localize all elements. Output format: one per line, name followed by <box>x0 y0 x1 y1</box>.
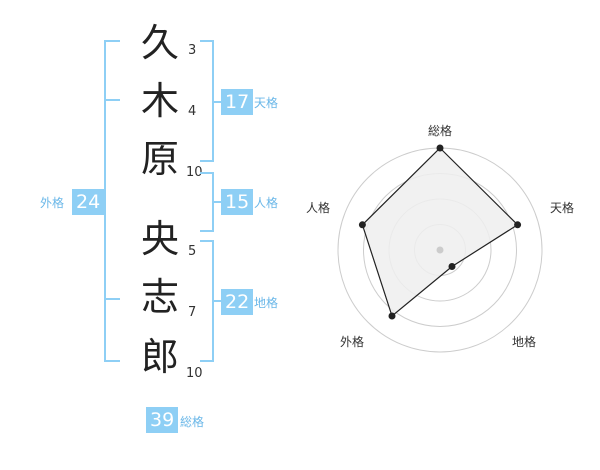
gaikaku-value: 24 <box>72 189 105 215</box>
chikaku-value: 22 <box>221 289 254 315</box>
radar-point-4 <box>388 312 396 320</box>
radar-axis-label-soukaku: 総格 <box>428 123 452 138</box>
chikaku-label: 地格 <box>254 296 279 310</box>
radar-axis-label-gaikaku: 外格 <box>340 334 364 349</box>
stroke-count-3: 10 <box>186 165 203 180</box>
gaikaku-label: 外格 <box>40 196 65 210</box>
stroke-count-6: 10 <box>186 366 203 381</box>
jinkaku-label: 人格 <box>254 196 279 210</box>
stroke-count-4: 5 <box>188 244 197 259</box>
stroke-count-1: 3 <box>188 43 197 58</box>
radar-center-dot <box>436 246 444 254</box>
stroke-count-5: 7 <box>188 305 197 320</box>
name-char-5: 志 <box>140 275 179 319</box>
stroke-count-2: 4 <box>188 104 197 119</box>
radar-point-5 <box>358 221 366 229</box>
radar-point-1 <box>436 144 444 152</box>
name-char-1: 久 <box>140 21 179 65</box>
radar-axis-label-tenkaku: 天格 <box>550 200 574 215</box>
name-char-2: 木 <box>140 79 179 123</box>
name-char-6: 郎 <box>140 335 179 379</box>
jinkaku-connector <box>212 201 222 203</box>
radar-series-area <box>361 147 519 318</box>
radar-axis-label-chikaku: 地格 <box>512 334 536 349</box>
jinkaku-value: 15 <box>221 189 254 215</box>
name-char-4: 央 <box>140 217 179 261</box>
radar-axis-label-jinkaku: 人格 <box>306 200 330 215</box>
gaikaku-tick-1 <box>104 99 120 101</box>
tenkaku-label: 天格 <box>254 96 279 110</box>
radar-point-3 <box>448 263 456 270</box>
soukaku-value: 39 <box>146 407 179 433</box>
gaikaku-tick-2 <box>104 298 120 300</box>
chikaku-connector <box>212 300 222 302</box>
tenkaku-connector <box>212 101 222 103</box>
name-char-3: 原 <box>140 137 179 181</box>
soukaku-label: 総格 <box>180 415 205 429</box>
tenkaku-value: 17 <box>221 89 254 115</box>
radar-point-2 <box>514 221 522 229</box>
